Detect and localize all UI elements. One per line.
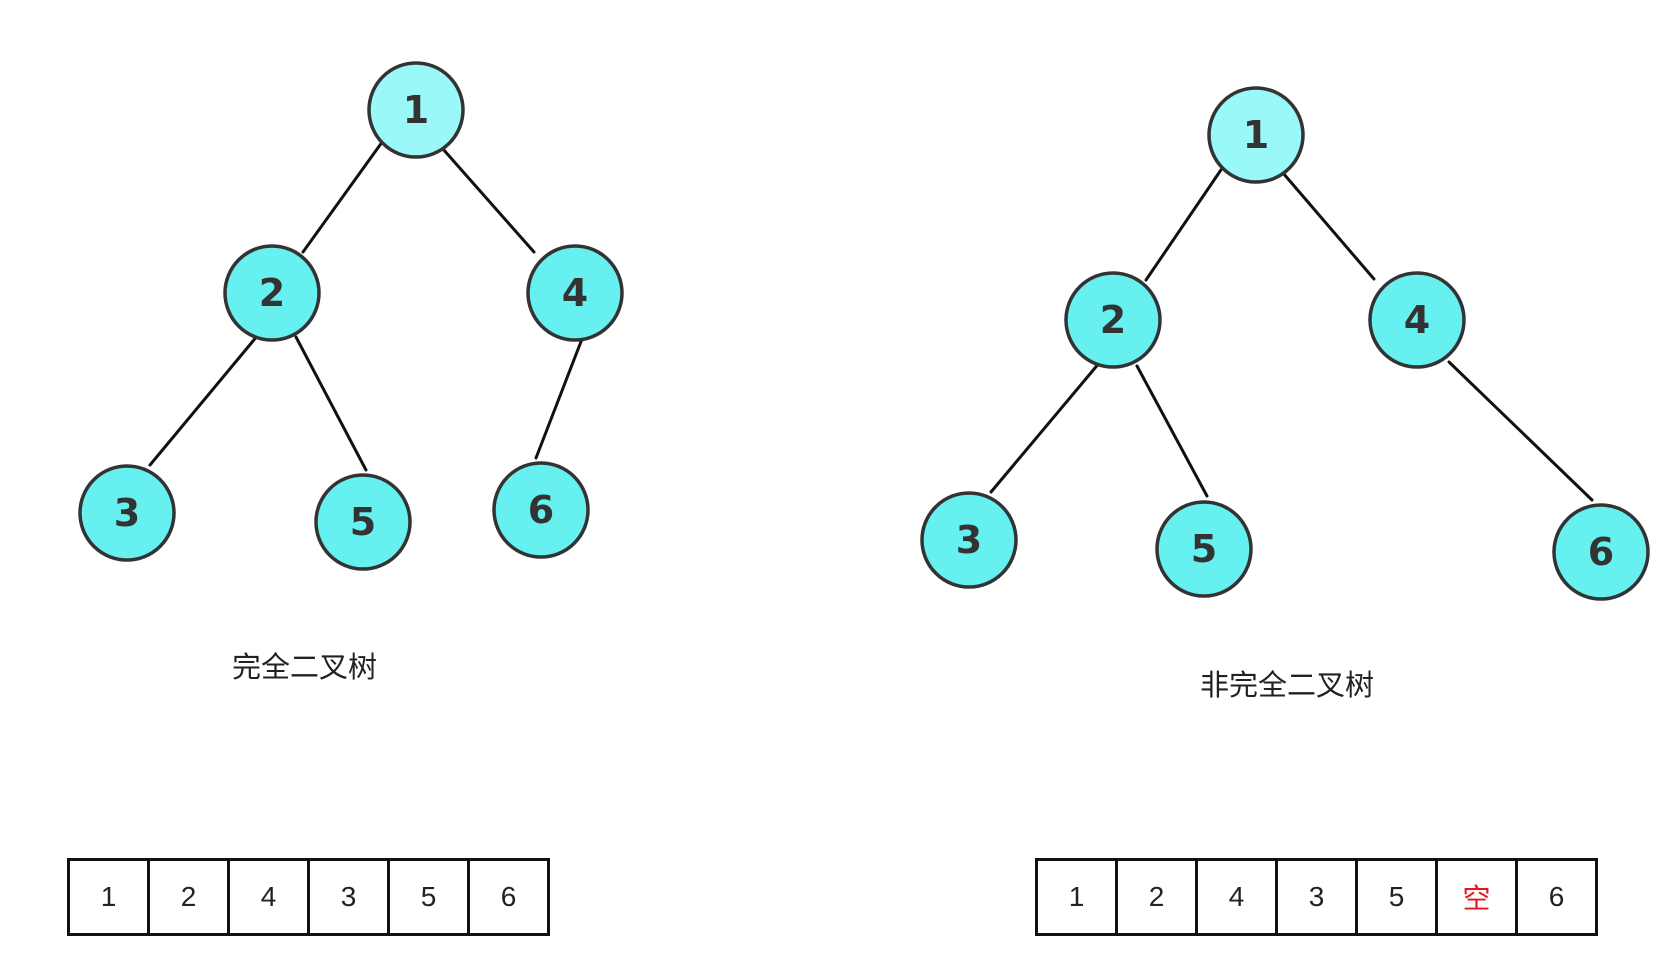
svg-text:4: 4 <box>562 271 588 315</box>
svg-text:1: 1 <box>403 88 429 132</box>
svg-text:2: 2 <box>259 271 285 315</box>
array-cell: 4 <box>230 861 310 933</box>
tree-node-2-right: 2 <box>1064 271 1162 369</box>
svg-text:4: 4 <box>1404 298 1430 342</box>
svg-text:2: 2 <box>1100 298 1126 342</box>
tree-node-3-right: 3 <box>920 491 1018 589</box>
tree-node-4: 4 <box>526 244 624 342</box>
edge-4-6-right <box>1447 360 1594 502</box>
tree-node-2: 2 <box>223 244 321 342</box>
array-non-complete-tree: 1 2 4 3 5 空 6 <box>1035 858 1598 936</box>
complete-binary-tree: 1 2 4 3 5 6 <box>78 61 624 571</box>
edge-1-2-right <box>1144 162 1227 282</box>
edge-2-5 <box>294 335 368 472</box>
tree-node-1: 1 <box>367 61 465 159</box>
svg-text:6: 6 <box>528 488 554 532</box>
non-complete-binary-tree: 1 2 4 3 5 6 <box>920 86 1650 601</box>
svg-text:1: 1 <box>1243 113 1269 157</box>
array-cell: 5 <box>1358 861 1438 933</box>
array-cell: 2 <box>150 861 230 933</box>
array-cell: 1 <box>70 861 150 933</box>
array-cell: 3 <box>310 861 390 933</box>
array-cell: 1 <box>1038 861 1118 933</box>
caption-non-complete-binary-tree: 非完全二叉树 <box>1200 668 1375 702</box>
tree-node-5-right: 5 <box>1155 500 1253 598</box>
edge-2-3-right <box>989 360 1102 494</box>
array-cell: 4 <box>1198 861 1278 933</box>
edge-1-4 <box>433 138 536 254</box>
array-cell: 6 <box>470 861 550 933</box>
array-cell: 5 <box>390 861 470 933</box>
array-cell: 6 <box>1518 861 1598 933</box>
svg-text:5: 5 <box>350 500 376 544</box>
edge-1-4-right <box>1275 164 1376 281</box>
tree-node-6: 6 <box>492 461 590 559</box>
tree-node-3: 3 <box>78 464 176 562</box>
svg-text:6: 6 <box>1588 530 1614 574</box>
caption-complete-binary-tree: 完全二叉树 <box>232 650 378 684</box>
svg-text:5: 5 <box>1191 527 1217 571</box>
array-cell-empty: 空 <box>1438 861 1518 933</box>
array-cell: 3 <box>1278 861 1358 933</box>
tree-node-5: 5 <box>314 473 412 571</box>
svg-text:3: 3 <box>114 491 140 535</box>
tree-node-1-right: 1 <box>1207 86 1305 184</box>
edge-2-3 <box>148 333 260 467</box>
tree-node-6-right: 6 <box>1552 503 1650 601</box>
tree-node-4-right: 4 <box>1368 271 1466 369</box>
array-complete-tree: 1 2 4 3 5 6 <box>67 858 550 936</box>
edge-4-6 <box>534 337 584 460</box>
svg-text:3: 3 <box>956 518 982 562</box>
edge-1-2 <box>301 136 387 254</box>
edge-2-5-right <box>1135 364 1209 498</box>
array-cell: 2 <box>1118 861 1198 933</box>
